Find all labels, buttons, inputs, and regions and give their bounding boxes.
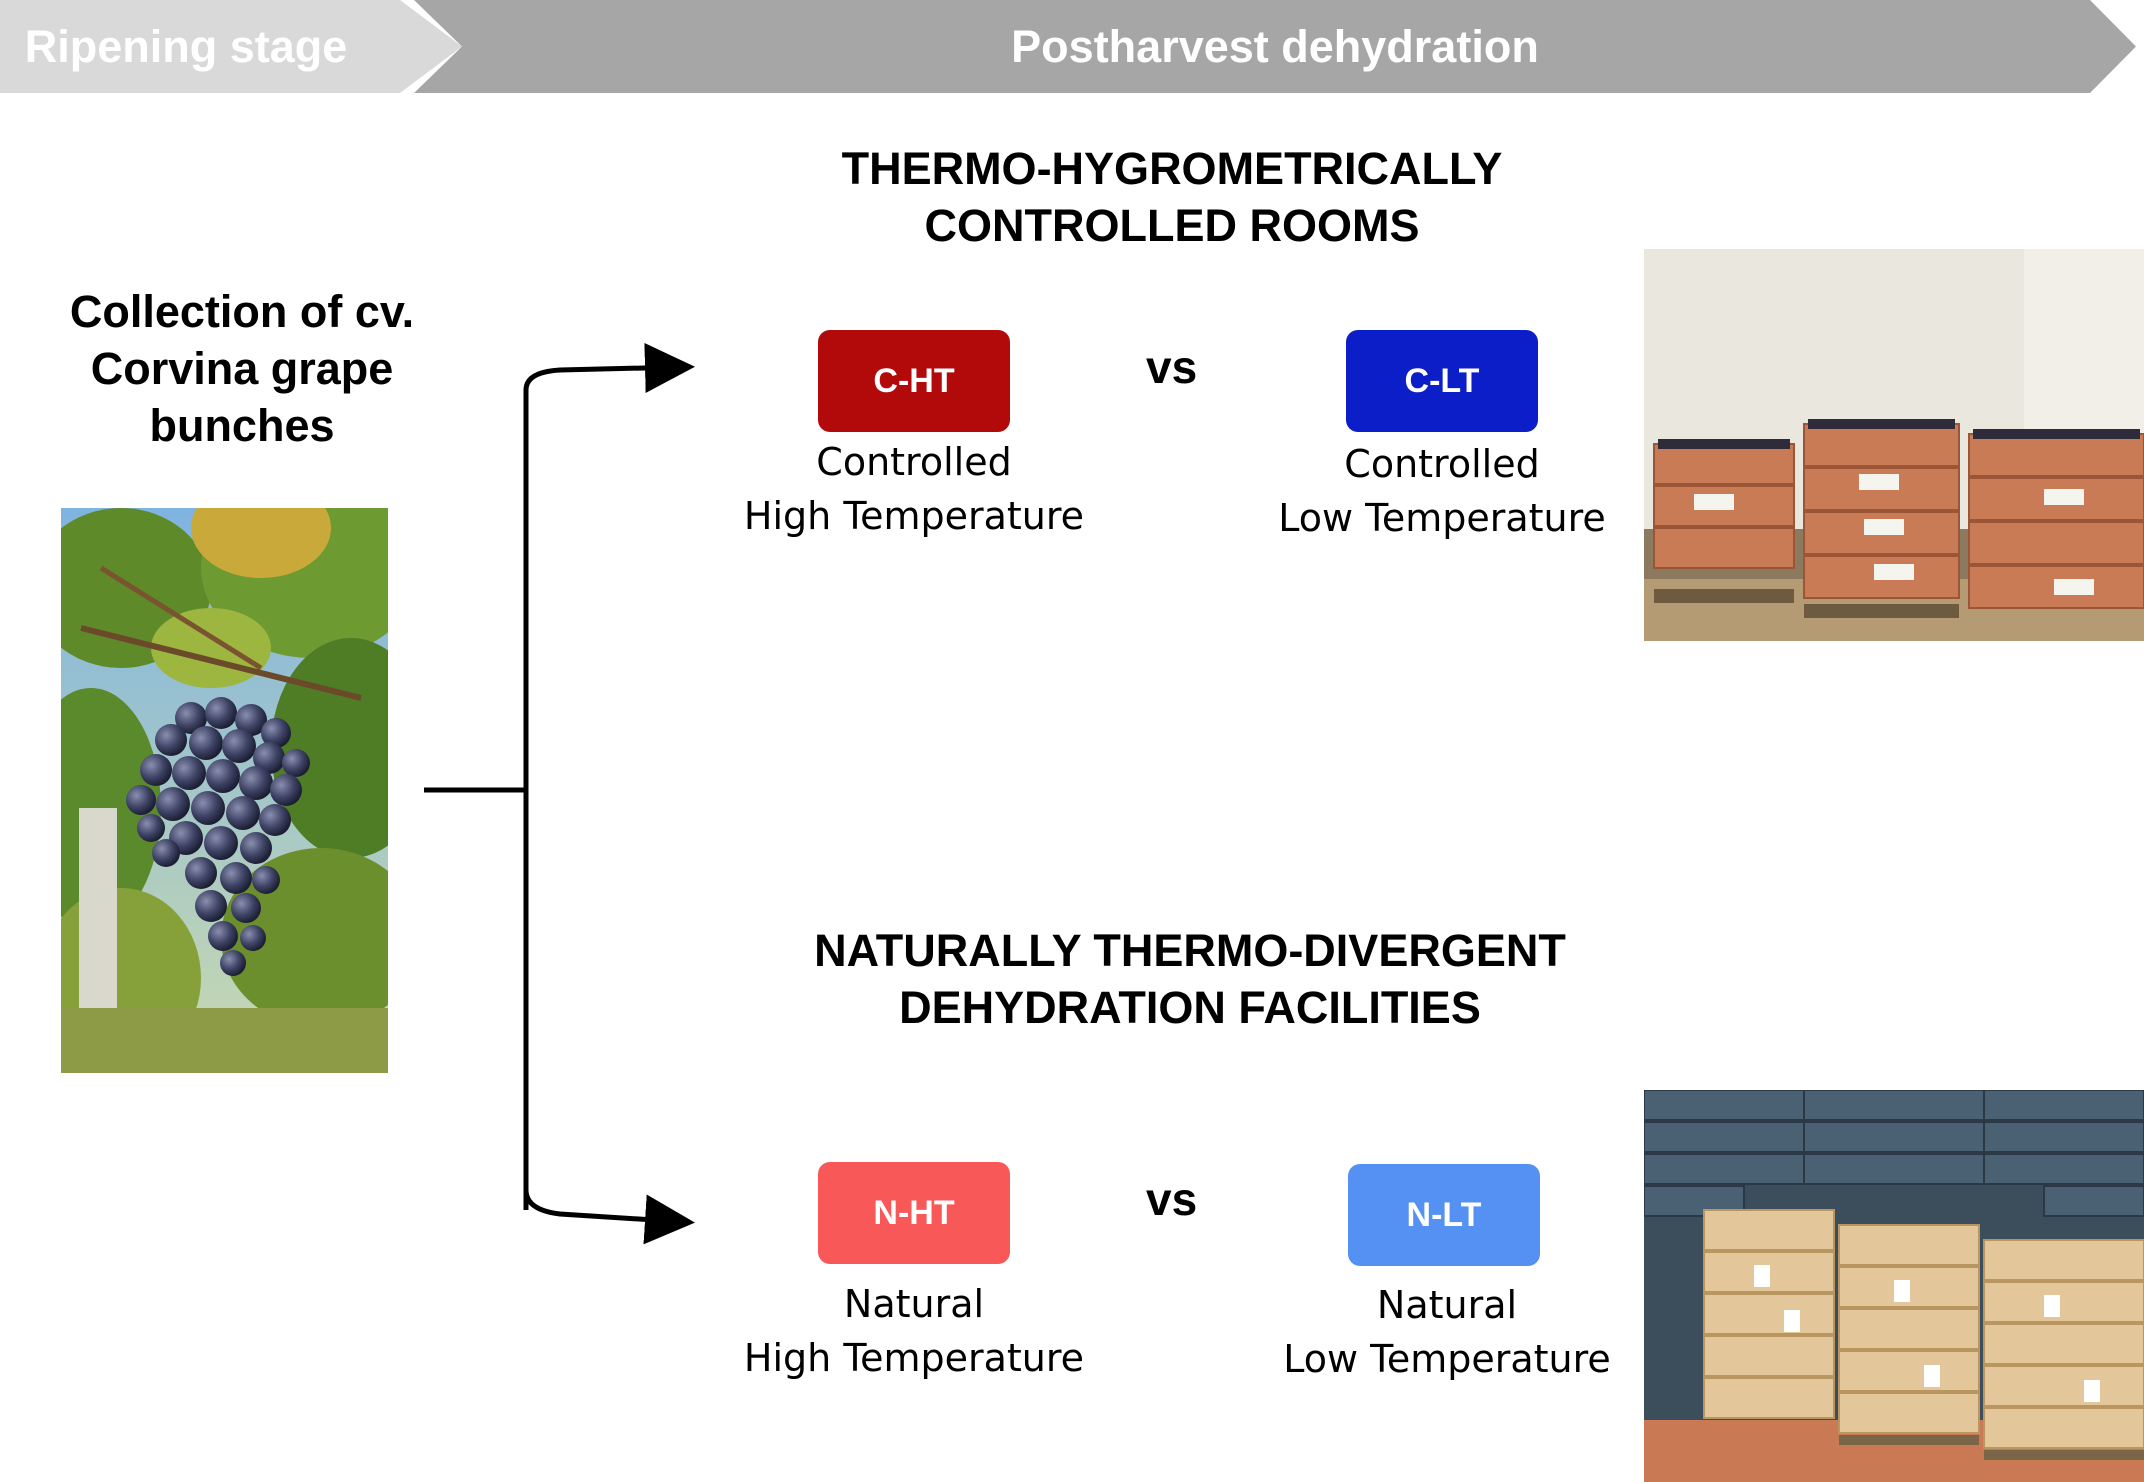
natural-title-line1: NATURALLY THERMO-DIVERGENT [814,925,1566,976]
natural-vs-label: vs [1146,1173,1198,1225]
controlled-title-line1: THERMO-HYGROMETRICALLY [841,143,1503,194]
collection-title-line3: bunches [149,400,335,451]
natural-facilities-photo [1644,1090,2144,1482]
n-lt-description: Natural Low Temperature [1283,1278,1611,1386]
natural-facilities-title: NATURALLY THERMO-DIVERGENT DEHYDRATION F… [770,922,1610,1036]
n-lt-code: N-LT [1406,1195,1482,1234]
natural-title-line2: DEHYDRATION FACILITIES [899,982,1481,1033]
collection-title-line1: Collection of cv. [69,286,415,337]
c-ht-badge: C-HT [818,330,1010,432]
c-lt-line1: Controlled [1344,442,1540,486]
n-ht-description: Natural High Temperature [744,1277,1084,1385]
n-ht-badge: N-HT [818,1162,1010,1264]
c-ht-description: Controlled High Temperature [744,435,1084,543]
c-ht-line1: Controlled [816,440,1012,484]
c-ht-line2: High Temperature [743,494,1085,538]
ripening-stage-label: Ripening stage [24,20,348,72]
controlled-rooms-photo [1644,249,2144,641]
c-lt-badge: C-LT [1346,330,1538,432]
postharvest-dehydration-chevron: Postharvest dehydration [414,0,2136,93]
controlled-title-line2: CONTROLLED ROOMS [924,200,1420,251]
c-lt-code: C-LT [1404,361,1480,400]
controlled-rooms-title: THERMO-HYGROMETRICALLY CONTROLLED ROOMS [800,140,1544,254]
ripening-stage-chevron: Ripening stage [0,0,462,93]
c-ht-code: C-HT [873,361,955,400]
collection-title: Collection of cv. Corvina grape bunches [0,283,484,454]
c-lt-line2: Low Temperature [1278,496,1606,540]
n-ht-line1: Natural [843,1282,985,1326]
collection-title-line2: Corvina grape [90,343,394,394]
c-lt-description: Controlled Low Temperature [1278,437,1606,545]
n-ht-code: N-HT [873,1193,955,1232]
n-ht-line2: High Temperature [743,1336,1085,1380]
n-lt-line2: Low Temperature [1283,1337,1611,1381]
arrow-to-controlled [523,342,695,1210]
controlled-vs-label: vs [1146,341,1198,393]
n-lt-line1: Natural [1376,1283,1518,1327]
n-lt-badge: N-LT [1348,1164,1540,1266]
postharvest-dehydration-label: Postharvest dehydration [1011,20,1539,72]
arrow-to-natural [523,1189,695,1245]
grape-bunch-photo [61,508,388,1073]
